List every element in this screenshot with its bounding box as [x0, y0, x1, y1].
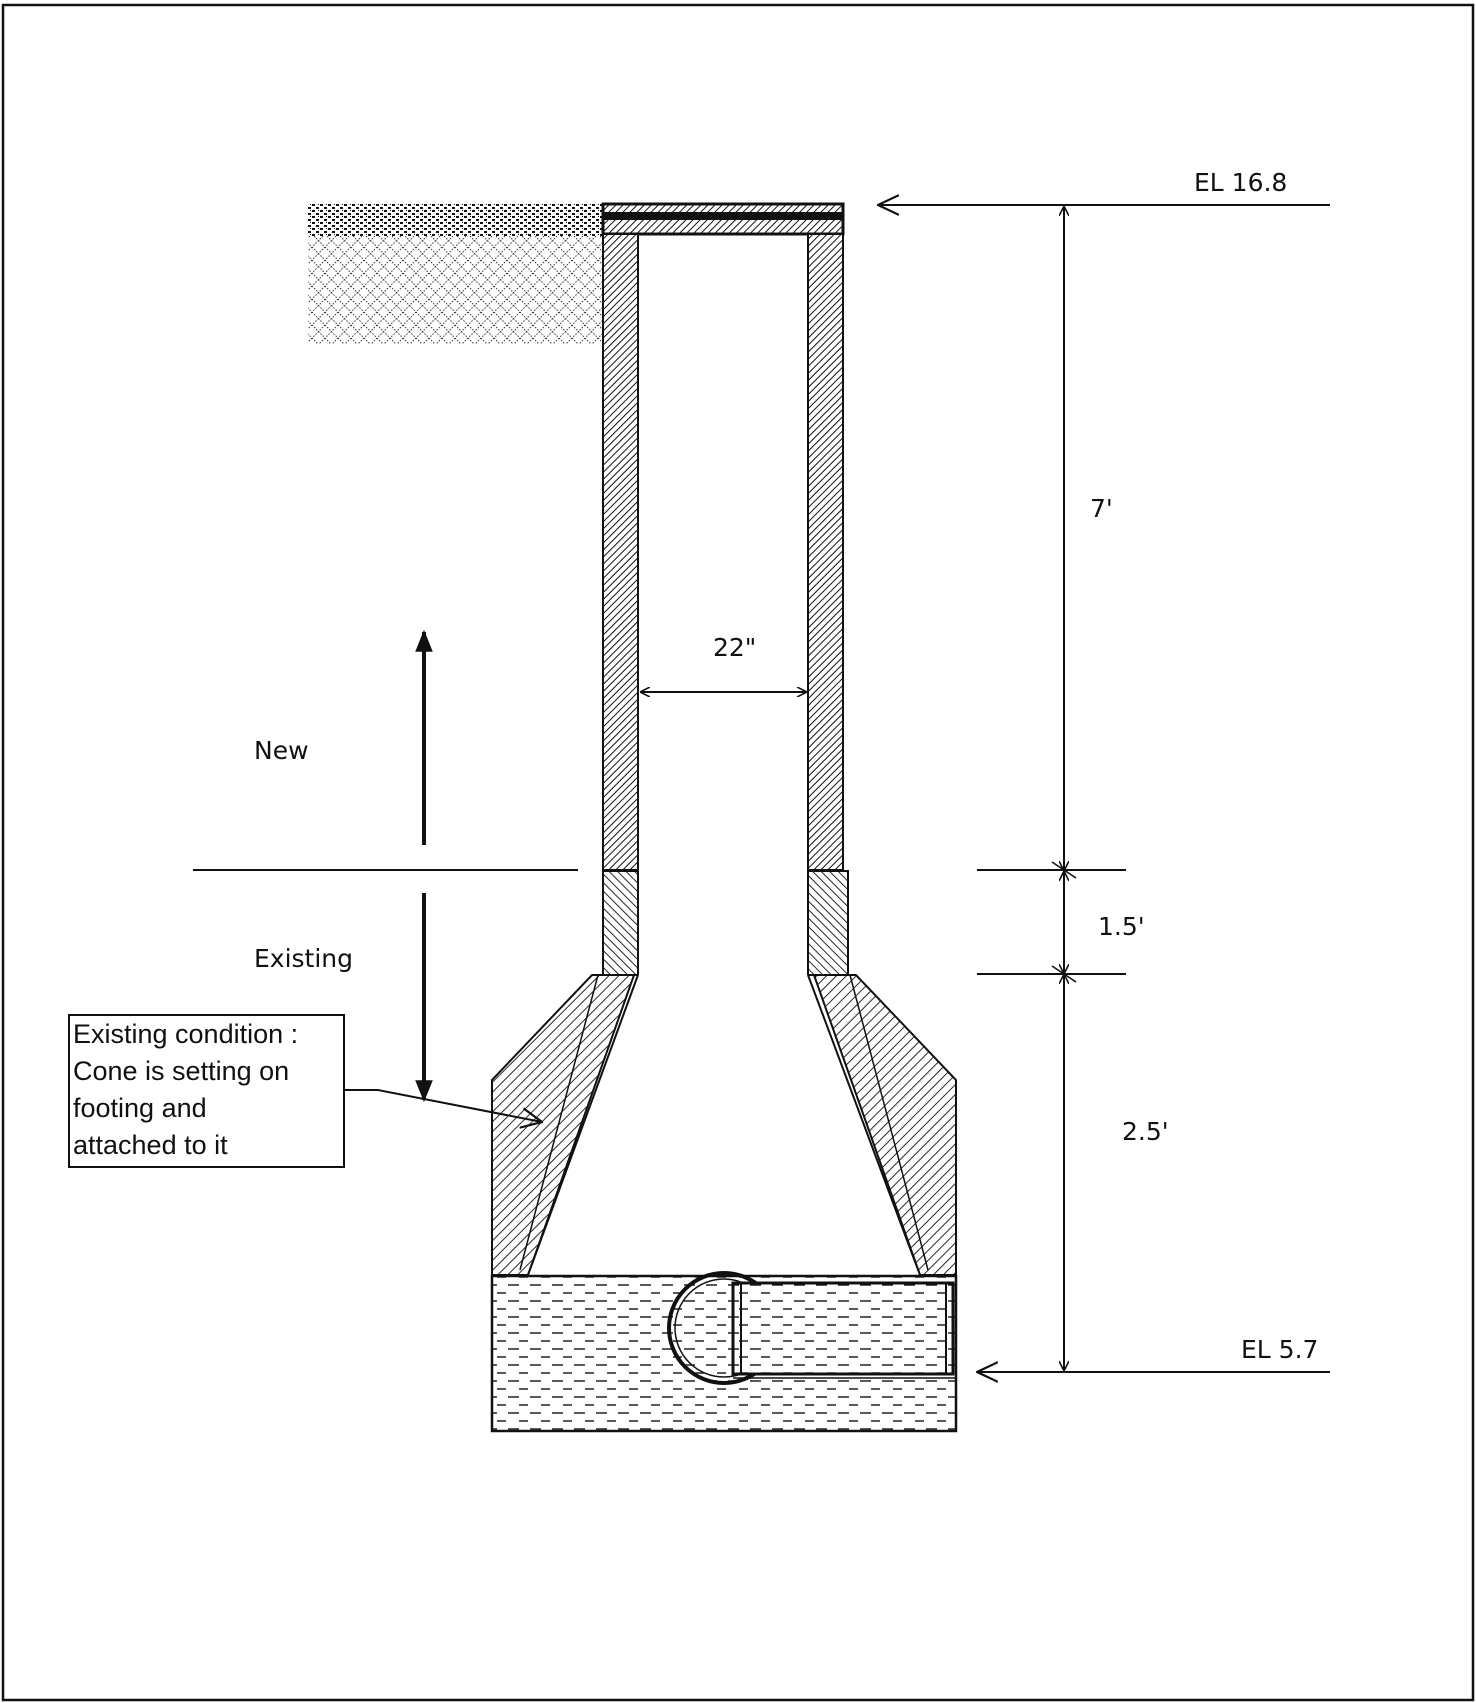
page-frame [1, 3, 1475, 1702]
top-elevation-label: EL 16.8 [1194, 168, 1287, 197]
bottom-elevation-label: EL 5.7 [1241, 1335, 1318, 1364]
callout-leader [344, 1089, 542, 1122]
cone-offset-line-right [849, 974, 929, 1271]
new-riser-wall-right [807, 233, 844, 871]
cone-interior [528, 975, 920, 1275]
cone-offset-line-left [519, 974, 599, 1271]
callout-line-2: Cone is setting on [73, 1056, 289, 1086]
dimension-label-existing-riser: 1.5' [1098, 912, 1145, 941]
ground-gravel-layer [308, 203, 603, 236]
ground-soil-hatch [308, 236, 603, 344]
existing-zone-label: Existing [254, 944, 353, 973]
pipe-channel [731, 1281, 955, 1376]
existing-riser-wall-left [602, 870, 639, 976]
frame-band [603, 212, 843, 220]
new-zone-label: New [254, 736, 309, 765]
callout-line-3: footing and [73, 1093, 207, 1123]
existing-riser-wall-right [807, 870, 849, 976]
cone-inner-line-left [527, 974, 639, 1276]
dimension-label-new-riser: 7' [1090, 494, 1113, 523]
tick-cone-top [1051, 965, 1077, 983]
tick-riser-joint [1051, 861, 1077, 879]
cone-inner-line-right [807, 974, 921, 1276]
callout-line-1: Existing condition : [73, 1019, 298, 1049]
dimension-label-inside-diameter: 22" [713, 633, 756, 662]
callout-line-4: attached to it [73, 1130, 228, 1160]
callout-box [68, 1014, 345, 1168]
dimension-label-cone: 2.5' [1122, 1117, 1169, 1146]
new-riser-wall-left [602, 233, 639, 871]
